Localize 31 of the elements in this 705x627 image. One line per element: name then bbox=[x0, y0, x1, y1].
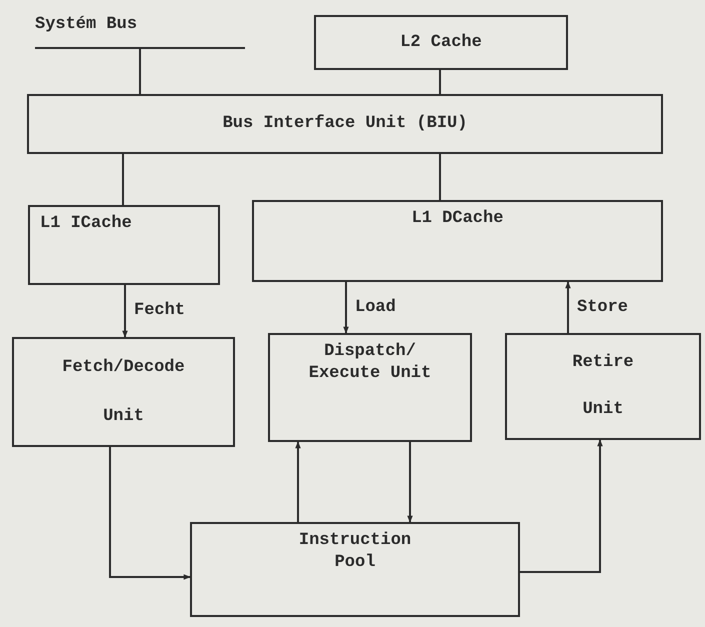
arrow bbox=[343, 282, 349, 334]
system-bus-line bbox=[35, 14, 245, 49]
node-label: Retire bbox=[572, 352, 634, 374]
arrow bbox=[122, 285, 128, 338]
unit-box bbox=[252, 200, 663, 282]
unit-box bbox=[190, 522, 520, 617]
unit-box bbox=[28, 205, 220, 285]
node-label: Dispatch/ Execute Unit bbox=[308, 341, 432, 385]
unit-box bbox=[268, 333, 472, 442]
connector-line bbox=[439, 154, 441, 200]
connector-line bbox=[122, 154, 124, 205]
arrow bbox=[565, 281, 571, 333]
arrow bbox=[295, 441, 301, 522]
unit-box bbox=[505, 333, 701, 440]
node-label: Fetch/Decode bbox=[62, 356, 185, 378]
unit-box bbox=[12, 337, 235, 447]
node-label: L1 DCache bbox=[412, 208, 504, 230]
node-label: L2 Cache bbox=[400, 32, 482, 54]
connector-line bbox=[139, 49, 141, 94]
node-label: Unit bbox=[103, 406, 144, 428]
node-label: Systém Bus bbox=[35, 14, 138, 36]
arrow bbox=[407, 442, 413, 523]
unit-box bbox=[27, 94, 663, 154]
node-label: Bus Interface Unit (BIU) bbox=[222, 113, 468, 135]
unit-box bbox=[314, 15, 568, 70]
connector-line bbox=[439, 70, 441, 94]
arrow bbox=[520, 439, 603, 573]
node-label: L1 ICache bbox=[40, 213, 132, 235]
node-label: Instruction Pool bbox=[298, 530, 412, 574]
arrow bbox=[109, 447, 191, 580]
node-label: Unit bbox=[582, 399, 624, 422]
